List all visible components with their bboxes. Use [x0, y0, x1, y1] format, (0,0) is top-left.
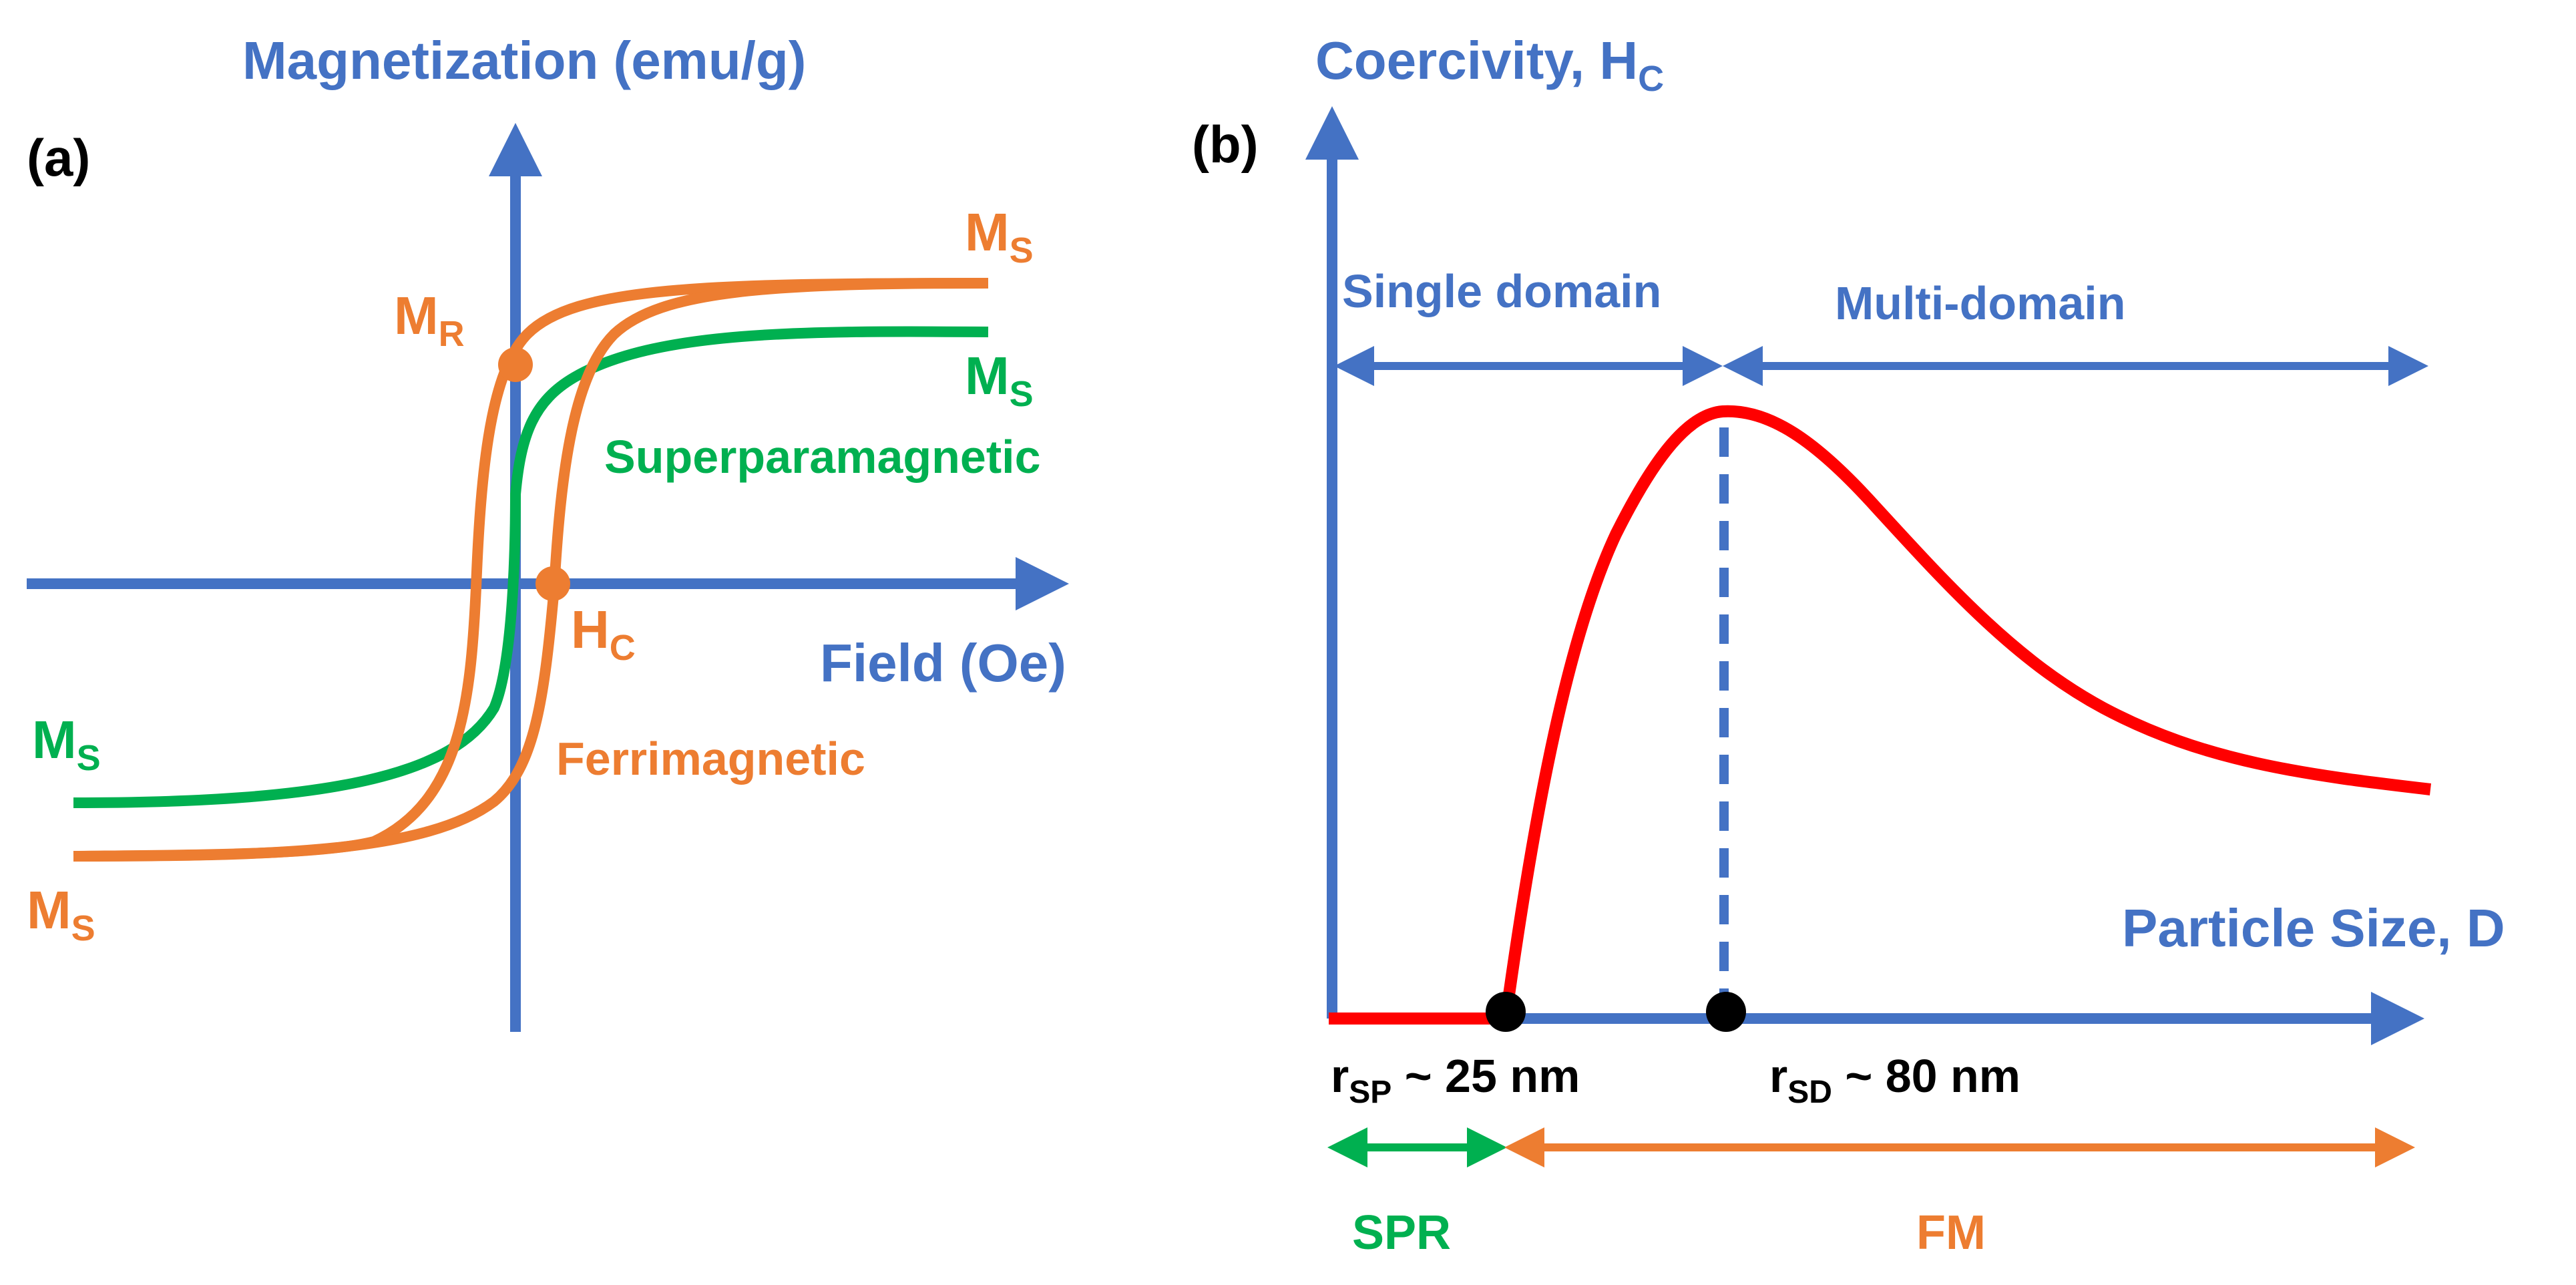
coercivity-curve [1329, 405, 2432, 1025]
rsd-label: rSD ~ 80 nm [1769, 1050, 2020, 1110]
panel-b: (b) Coercivity, HC Particle Size, D Sing… [1192, 31, 2505, 1260]
panel-a-y-axis-label: Magnetization (emu/g) [242, 31, 806, 90]
panel-b-y-axis-label: Coercivity, HC [1315, 31, 1664, 99]
panel-a-label: (a) [27, 128, 90, 187]
panel-a-x-axis-label: Field (Oe) [820, 633, 1066, 693]
rsp-label: rSP ~ 25 nm [1331, 1050, 1580, 1110]
superparamagnetic-curve [73, 326, 989, 808]
rsd-marker [1706, 992, 1746, 1032]
panel-a: (a) Magnetization (emu/g) Field (Oe) MS … [27, 31, 1069, 1032]
ms-label-left-green: MS [32, 710, 101, 778]
spr-label: SPR [1352, 1206, 1451, 1260]
hc-point [535, 566, 570, 601]
rsp-marker [1486, 992, 1526, 1032]
mr-point [498, 347, 533, 382]
hc-label: HC [571, 600, 636, 668]
mr-label: MR [394, 286, 465, 354]
ms-label-top-orange: MS [965, 202, 1034, 270]
ms-label-top-green: MS [965, 346, 1034, 414]
panel-b-label: (b) [1192, 115, 1259, 174]
single-domain-label: Single domain [1342, 265, 1661, 317]
ms-label-left-orange: MS [27, 880, 95, 948]
fm-label: FM [1916, 1206, 1986, 1260]
superparamagnetic-label: Superparamagnetic [604, 431, 1041, 483]
panel-b-x-axis-label: Particle Size, D [2122, 898, 2505, 958]
ferrimagnetic-label: Ferrimagnetic [556, 733, 865, 785]
multi-domain-label: Multi-domain [1835, 277, 2125, 329]
